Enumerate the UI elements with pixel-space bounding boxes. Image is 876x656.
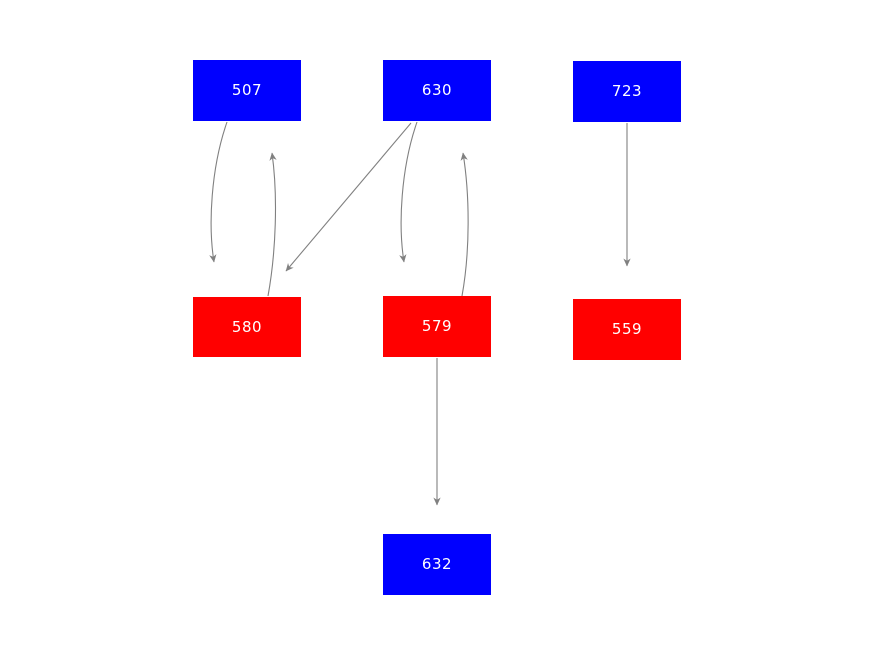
node-630[interactable]: 630 (383, 60, 491, 121)
node-label: 723 (611, 82, 643, 100)
node-label: 507 (231, 81, 263, 99)
node-723[interactable]: 723 (573, 61, 681, 122)
node-632[interactable]: 632 (383, 534, 491, 595)
node-label: 632 (421, 555, 453, 573)
edge-630-to-580 (285, 122, 412, 272)
node-579[interactable]: 579 (383, 296, 491, 357)
node-label: 580 (231, 317, 263, 336)
edge-579-to-630 (460, 152, 469, 297)
node-559[interactable]: 559 (573, 299, 681, 360)
node-label: 630 (421, 81, 453, 99)
node-label: 579 (421, 317, 453, 335)
node-507[interactable]: 507 (193, 60, 301, 121)
edge-507-to-580 (209, 121, 228, 263)
edge-580-to-507 (267, 152, 277, 297)
node-580[interactable]: 580 (193, 297, 301, 357)
edge-630-to-579 (399, 121, 418, 263)
node-label: 559 (611, 320, 643, 338)
